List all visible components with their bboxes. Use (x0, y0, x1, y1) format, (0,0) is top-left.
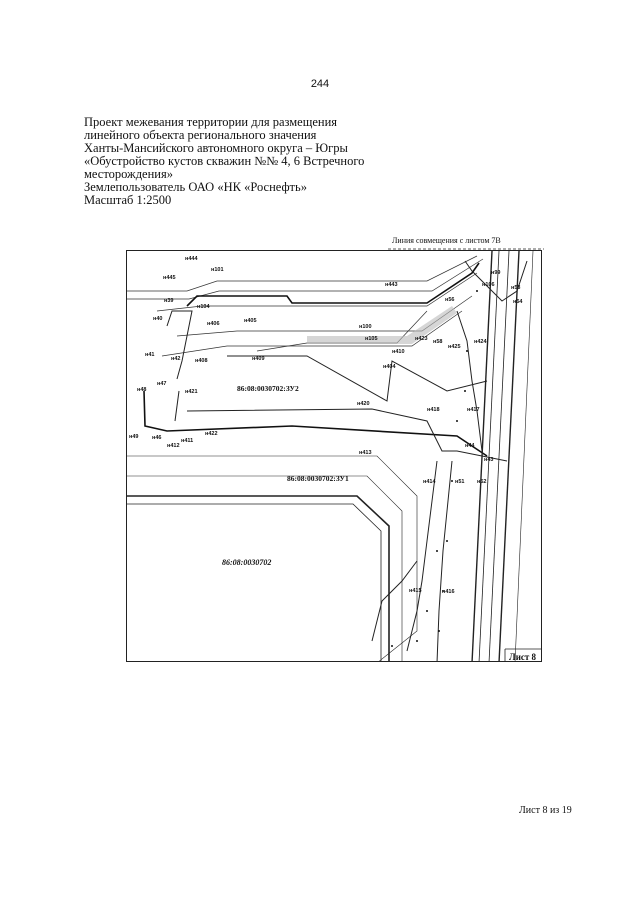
point-label: н106 (482, 282, 495, 288)
point-label: н49 (129, 434, 138, 440)
map-drawing: н444 н101 н445 н39 н104 н40 н406 н405 н4… (127, 251, 541, 662)
point-label: н422 (205, 431, 218, 437)
title-line: Проект межевания территории для размещен… (84, 115, 338, 129)
point-label: н420 (357, 401, 370, 407)
point-label: н412 (167, 443, 180, 449)
cadastral-block: 86:08:0030702 (222, 558, 271, 567)
point-label: н416 (442, 589, 455, 595)
parcel-boundary (166, 260, 528, 661)
land-user-line: Землепользователь ОАО «НК «Роснефть» (84, 180, 307, 194)
point-label: н443 (385, 282, 398, 288)
sheet-label-box: Лист 8 (504, 648, 541, 662)
point-label: н42 (171, 356, 180, 362)
sheet-label: Лист 8 (509, 652, 537, 662)
point-label: н421 (185, 389, 198, 395)
point-label: н410 (392, 349, 405, 355)
point-label: н414 (423, 479, 436, 485)
road-vertical (471, 251, 534, 661)
point-label: н100 (359, 324, 372, 330)
point-label: н425 (448, 344, 461, 350)
point-label: н411 (181, 438, 193, 444)
cadastral-zu1: 86:08:0030702:ЗУ1 (287, 474, 349, 483)
point-label: н101 (211, 267, 224, 273)
point-label: н424 (474, 339, 487, 345)
point-label: н405 (244, 318, 257, 324)
point-label: н48 (137, 387, 146, 393)
point-label: н104 (197, 304, 210, 310)
point-label: н408 (195, 358, 208, 364)
point-label: н404 (383, 364, 396, 370)
title-line: месторождения» (84, 167, 173, 181)
point-label: н53 (511, 285, 520, 291)
point-label: н413 (359, 450, 372, 456)
point-label: н105 (365, 336, 378, 342)
title-block: Проект межевания территории для размещен… (84, 116, 384, 207)
point-label: н445 (163, 275, 176, 281)
point-label: н423 (415, 336, 428, 342)
point-label: н409 (252, 356, 265, 362)
point-label: н44 (465, 443, 475, 449)
point-label: н99 (491, 270, 500, 276)
point-label: н406 (207, 321, 220, 327)
point-label: н40 (153, 316, 162, 322)
point-label: н417 (467, 407, 480, 413)
match-line-label: Линия совмещения с листом 7В (392, 236, 501, 245)
point-label: н41 (145, 352, 154, 358)
block-outline (127, 455, 418, 661)
sheet-count: Лист 8 из 19 (519, 805, 572, 816)
parcel-zu2-boundary (143, 262, 488, 457)
point-label: н418 (427, 407, 440, 413)
match-line (388, 248, 544, 250)
title-line: линейного объекта регионального значения (84, 128, 317, 142)
point-label: н415 (409, 588, 422, 594)
title-line: «Обустройство кустов скважин №№ 4, 6 Вст… (84, 154, 365, 168)
page-number: 244 (310, 78, 330, 90)
road-band (127, 255, 484, 357)
point-label: н56 (445, 297, 454, 303)
title-line: Ханты-Мансийского автономного округа – Ю… (84, 141, 348, 155)
point-label: н52 (477, 479, 486, 485)
point-label: н444 (185, 256, 198, 262)
point-label: н43 (484, 457, 493, 463)
point-label: н54 (513, 299, 523, 305)
point-label: н58 (433, 339, 442, 345)
cadastral-map: н444 н101 н445 н39 н104 н40 н406 н405 н4… (126, 250, 542, 662)
point-label: н51 (455, 479, 464, 485)
cadastral-zu2: 86:08:0030702:ЗУ2 (237, 384, 299, 393)
point-label: н39 (164, 298, 173, 304)
point-label: н46 (152, 435, 161, 441)
point-markers (391, 290, 478, 647)
point-labels: н444 н101 н445 н39 н104 н40 н406 н405 н4… (129, 256, 523, 595)
hatched-strip (307, 306, 457, 344)
point-label: н47 (157, 381, 166, 387)
scale-line: Масштаб 1:2500 (84, 193, 172, 207)
